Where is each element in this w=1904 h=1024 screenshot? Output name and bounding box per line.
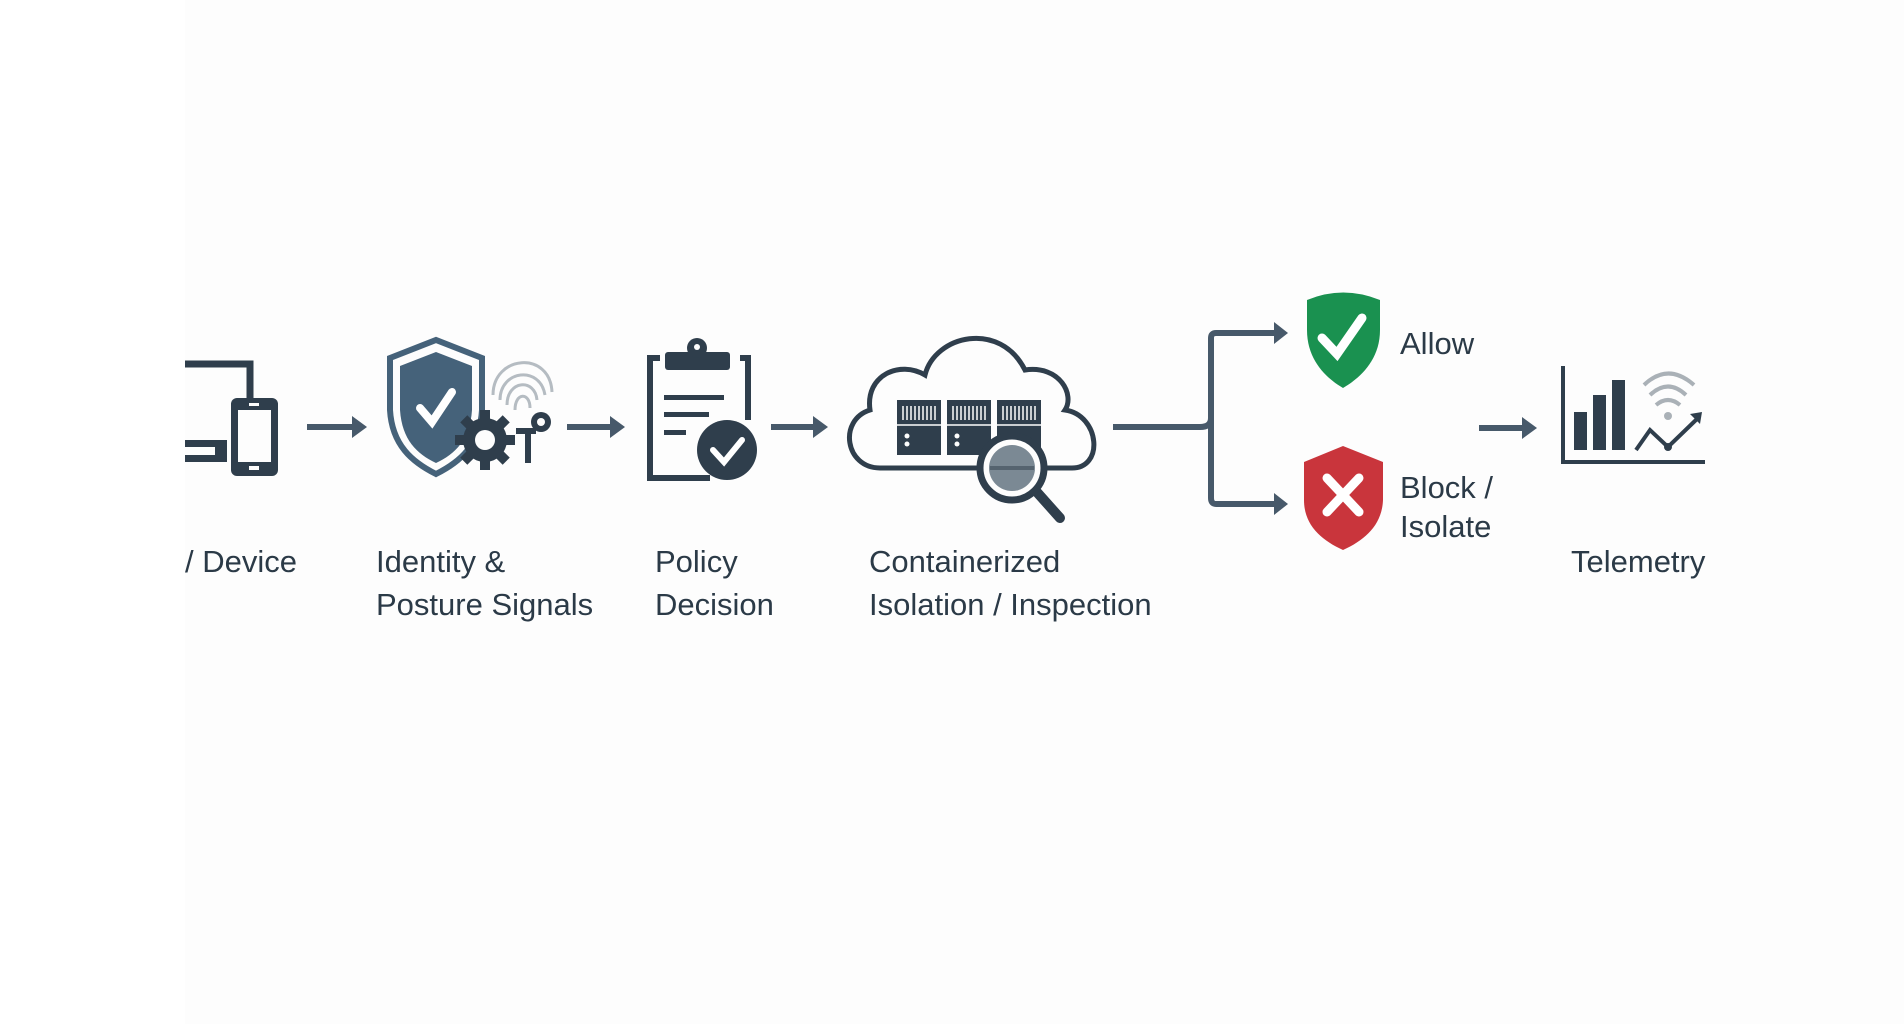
flow-arrow <box>771 416 828 438</box>
green-shield-check-icon <box>1307 292 1380 388</box>
label-line: Containerized <box>869 544 1060 579</box>
branch-arrows <box>1113 322 1288 515</box>
bar-chart-signal-icon <box>1561 366 1705 464</box>
label-line: Posture Signals <box>376 587 593 622</box>
outcome-label-allow: Allow <box>1400 326 1475 361</box>
label-line: Policy <box>655 544 738 579</box>
flow-arrow <box>307 416 367 438</box>
cloud-servers-magnifier-icon <box>847 335 1097 523</box>
label-line: Isolation / Inspection <box>869 587 1152 622</box>
step-label-telemetry: Telemetry <box>1571 544 1706 579</box>
clipboard-check-icon <box>647 338 757 481</box>
label-line: Identity & <box>376 544 506 579</box>
step-label-isolation: Containerized Isolation / Inspection <box>869 544 1152 622</box>
outcome-label-block: Block / Isolate <box>1400 470 1493 544</box>
label-line: Isolate <box>1400 509 1491 544</box>
step-label-device: / Device <box>185 544 297 579</box>
step-label-identity: Identity & Posture Signals <box>376 544 593 622</box>
shield-gear-fingerprint-key-icon <box>387 336 554 478</box>
diagram-background <box>185 0 1904 1024</box>
step-label-policy: Policy Decision <box>655 544 774 622</box>
flow-arrow <box>1479 417 1537 439</box>
laptop-phone-icon <box>185 360 278 476</box>
red-shield-x-icon <box>1304 446 1383 550</box>
flow-arrow <box>567 416 625 438</box>
label-line: Decision <box>655 587 774 622</box>
label-line: Block / <box>1400 470 1493 505</box>
